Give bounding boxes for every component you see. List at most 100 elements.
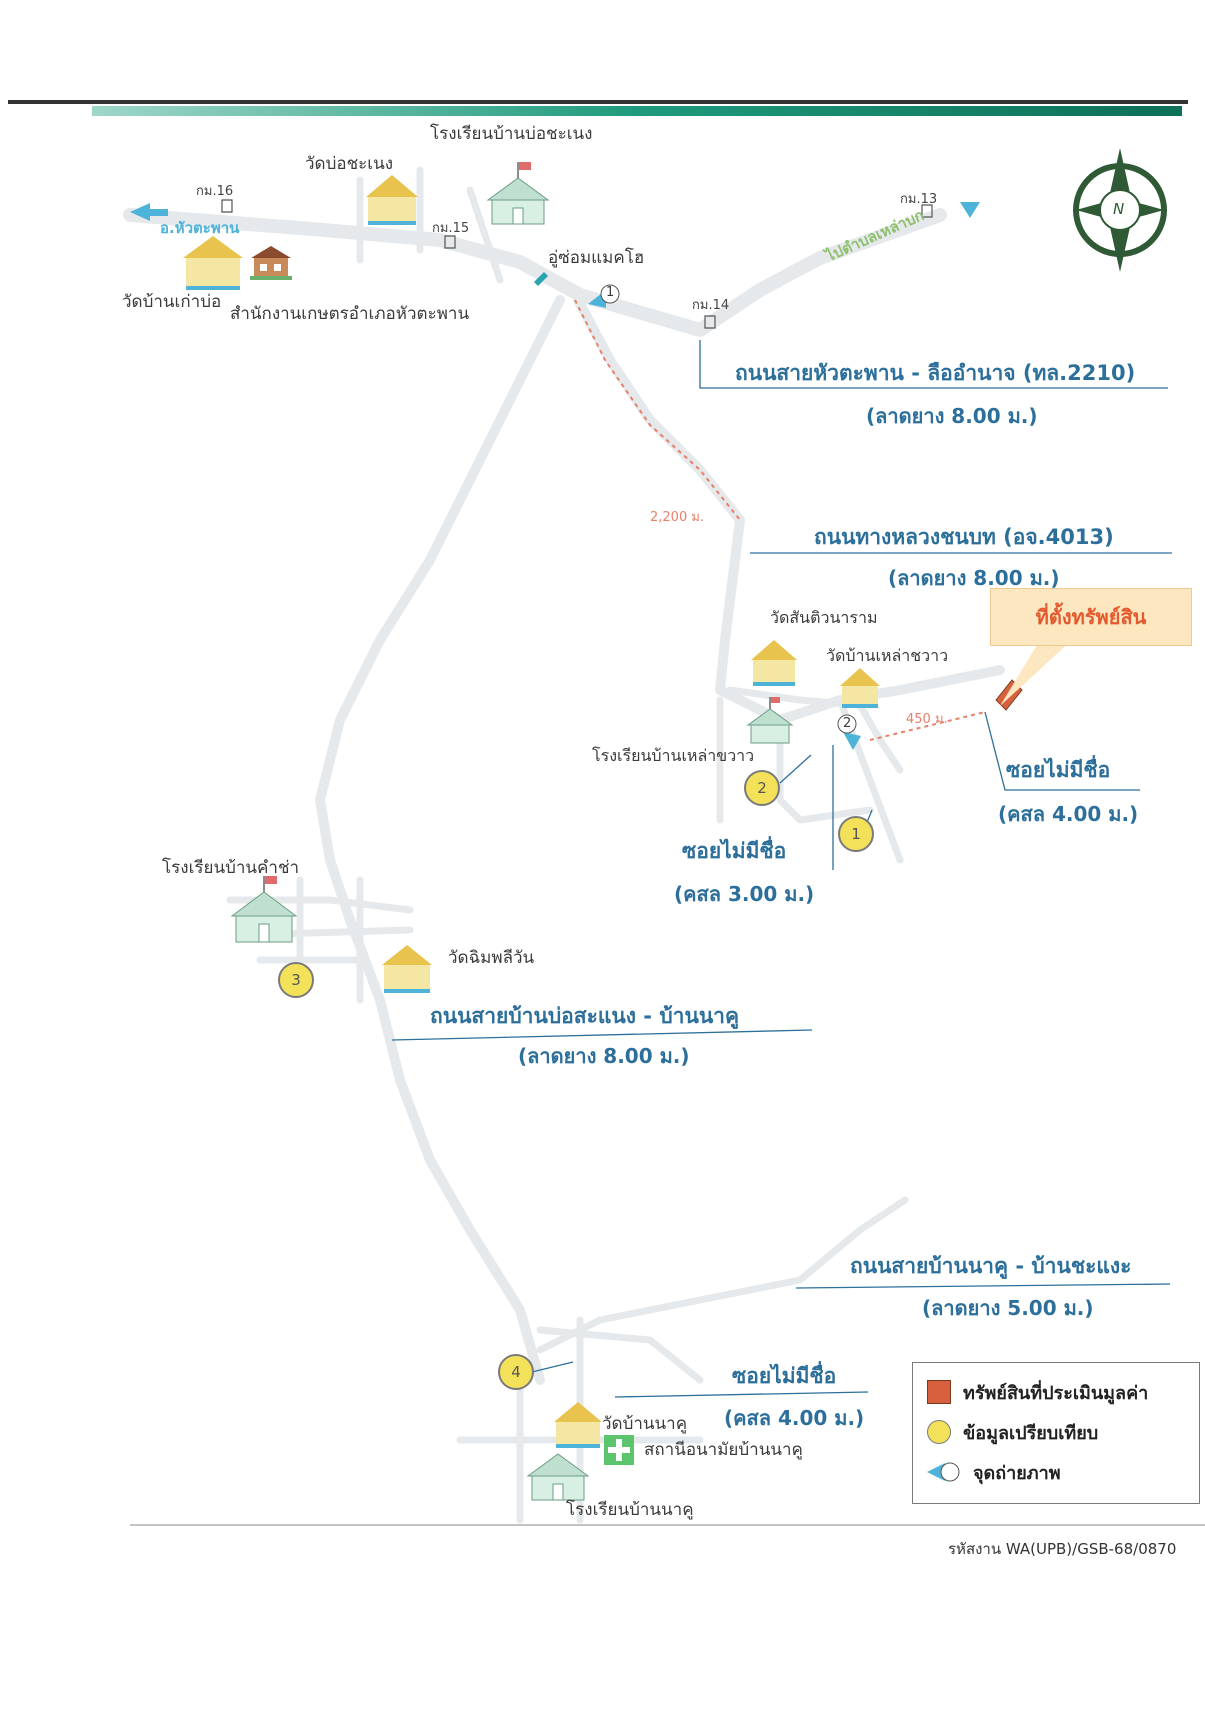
compass-rose — [1073, 148, 1167, 272]
school-icon-na-khu — [526, 1453, 590, 1501]
comparable-marker-3: 3 — [278, 962, 314, 998]
km-post-icon-13 — [921, 204, 933, 218]
leader-hwy-2210 — [699, 340, 1168, 389]
road-na-khu — [456, 1196, 909, 1524]
km-marker-16: กม.16 — [196, 184, 234, 199]
photo-point-2 — [837, 714, 861, 750]
label-agri-office: สำนักงานเกษตรอำเภอหัวตะพาน — [230, 304, 470, 324]
asset-location-callout: ที่ตั้งทรัพย์สิน — [990, 588, 1192, 646]
temple-icon-santiwanaram — [751, 640, 797, 686]
road-sub-soi-right: (คสล 4.00 ม.) — [998, 802, 1139, 826]
comparable-marker-2: 2 — [744, 770, 780, 806]
road-sub-rural-4013: (ลาดยาง 8.00 ม.) — [888, 566, 1060, 590]
school-icon-kham-cha — [230, 876, 298, 943]
km-post-icon-15 — [444, 235, 456, 249]
label-wat-bo-chanaeng: วัดบ่อชะเนง — [305, 154, 393, 174]
leader-lines — [391, 340, 1172, 1398]
leader-soi-bottom — [614, 1391, 869, 1398]
arrow-to-hua-taphan — [130, 203, 150, 221]
temple-icon-na-khu — [554, 1402, 602, 1448]
road-name-soi-mid: ซอยไม่มีชื่อ — [682, 839, 787, 863]
label-wat-ban-kao-bo: วัดบ้านเก่าบ่อ — [122, 292, 222, 312]
label-school-lao-chawao: โรงเรียนบ้านเหล่าขวาว — [592, 746, 755, 765]
temple-icons — [183, 175, 880, 1448]
label-wat-nimphaliwan: วัดฉิมพลีวัน — [448, 948, 535, 968]
distance-450: 450 ม. — [906, 712, 948, 727]
school-icon-bo-chanaeng — [486, 162, 550, 225]
legend: ทรัพย์สินที่ประเมินมูลค่า ข้อมูลเปรียบเท… — [912, 1362, 1200, 1504]
job-code: รหัสงาน WA(UPB)/GSB-68/0870 — [948, 1540, 1177, 1558]
school-icons — [230, 162, 794, 1501]
route-to-asset-short — [869, 711, 986, 741]
road-name-na-khu: ถนนสายบ้านนาคู - บ้านชะแงะ — [850, 1254, 1132, 1278]
leader-bo-sanaeng — [391, 1029, 813, 1041]
label-garage: อู่ซ่อมแมคโฮ — [548, 248, 645, 268]
garage-icon — [534, 272, 548, 286]
road-hwy-2210 — [123, 208, 947, 337]
school-icon-lao-chawao — [746, 697, 794, 744]
road-sub-hwy-2210: (ลาดยาง 8.00 ม.) — [866, 404, 1038, 428]
road-sub-bo-sanaeng: (ลาดยาง 8.00 ม.) — [518, 1044, 690, 1068]
temple-icon-ban-kao-bo — [183, 236, 243, 290]
km-post-icon-14 — [704, 315, 716, 329]
road-sub-soi-mid: (คสล 3.00 ม.) — [674, 882, 815, 906]
comparable-marker-4: 4 — [498, 1354, 534, 1390]
label-wat-ban-lao-chawao: วัดบ้านเหล่าชวาว — [826, 646, 949, 665]
legend-row-comparable: ข้อมูลเปรียบเทียบ — [927, 1417, 1098, 1447]
road-sub-soi-bottom: (คสล 4.00 ม.) — [724, 1406, 865, 1430]
misc-icons — [250, 246, 634, 1465]
label-wat-ban-na-khu: วัดบ้านนาคู — [602, 1414, 688, 1434]
office-icon-agri — [250, 246, 292, 280]
photo-points — [588, 284, 861, 750]
road-bo-sanaeng — [315, 295, 565, 1385]
label-wat-santiwanaram: วัดสันติวนาราม — [770, 608, 878, 627]
road-top-local — [356, 166, 504, 284]
header-band — [8, 100, 1188, 116]
leader-soi-right — [984, 711, 1140, 791]
photo-point-icon — [927, 1462, 960, 1482]
health-station-icon — [604, 1435, 634, 1465]
km-marker-13: กม.13 — [900, 192, 938, 207]
road-name-bo-sanaeng: ถนนสายบ้านบ่อสะแนง - บ้านนาคู — [430, 1004, 740, 1028]
distance-2200: 2,200 ม. — [650, 510, 705, 525]
comparable-marker-1: 1 — [838, 816, 874, 852]
km-post-icon-16 — [221, 199, 233, 213]
direction-to-hua-taphan: อ.หัวตะพาน — [160, 219, 240, 237]
photo-point-label-2: 2 — [843, 716, 852, 731]
legend-photo-label: จุดถ่ายภาพ — [973, 1462, 1061, 1484]
road-local-khamcha — [226, 876, 414, 1004]
km-marker-15: กม.15 — [432, 221, 470, 236]
temple-icon-bo-chanaeng — [366, 175, 418, 225]
road-name-soi-bottom: ซอยไม่มีชื่อ — [732, 1364, 837, 1388]
label-health-station: สถานีอนามัยบ้านนาคู — [644, 1440, 803, 1460]
arrow-to-lao-bok — [960, 202, 980, 218]
leader-comp-4 — [531, 1361, 574, 1373]
compass-letter: N — [1113, 200, 1125, 218]
label-school-bo-chanaeng: โรงเรียนบ้านบ่อชะเนง — [430, 124, 593, 144]
legend-row-photo: จุดถ่ายภาพ — [927, 1457, 1061, 1487]
road-name-rural-4013: ถนนทางหลวงชนบท (อจ.4013) — [814, 525, 1114, 549]
km-post-icons — [221, 199, 933, 329]
road-name-hwy-2210: ถนนสายหัวตะพาน - ลืออำนาจ (ทล.2210) — [735, 361, 1136, 385]
temple-icon-nimphaliwan — [382, 945, 432, 993]
temple-icon-lao-chawao — [840, 668, 880, 708]
asset-swatch-icon — [927, 1380, 951, 1404]
comparable-circle-icon — [927, 1420, 951, 1444]
km-marker-14: กม.14 — [692, 298, 730, 313]
asset-marker — [995, 640, 1072, 711]
route-to-asset-long — [574, 299, 741, 521]
leader-comp-2 — [779, 754, 812, 784]
road-name-soi-right: ซอยไม่มีชื่อ — [1006, 758, 1111, 782]
photo-point-1 — [588, 284, 620, 308]
label-school-na-khu: โรงเรียนบ้านนาคู — [566, 1500, 694, 1520]
legend-asset-label: ทรัพย์สินที่ประเมินมูลค่า — [963, 1382, 1149, 1404]
legend-comparable-label: ข้อมูลเปรียบเทียบ — [963, 1422, 1099, 1444]
leader-na-khu — [795, 1283, 1171, 1289]
photo-point-label-1: 1 — [606, 285, 615, 300]
legend-row-asset: ทรัพย์สินที่ประเมินมูลค่า — [927, 1377, 1148, 1407]
direction-arrows — [130, 202, 980, 221]
route-lines — [574, 299, 986, 741]
road-sub-na-khu: (ลาดยาง 5.00 ม.) — [922, 1296, 1094, 1320]
label-school-kham-cha: โรงเรียนบ้านคำช่า — [162, 858, 300, 878]
